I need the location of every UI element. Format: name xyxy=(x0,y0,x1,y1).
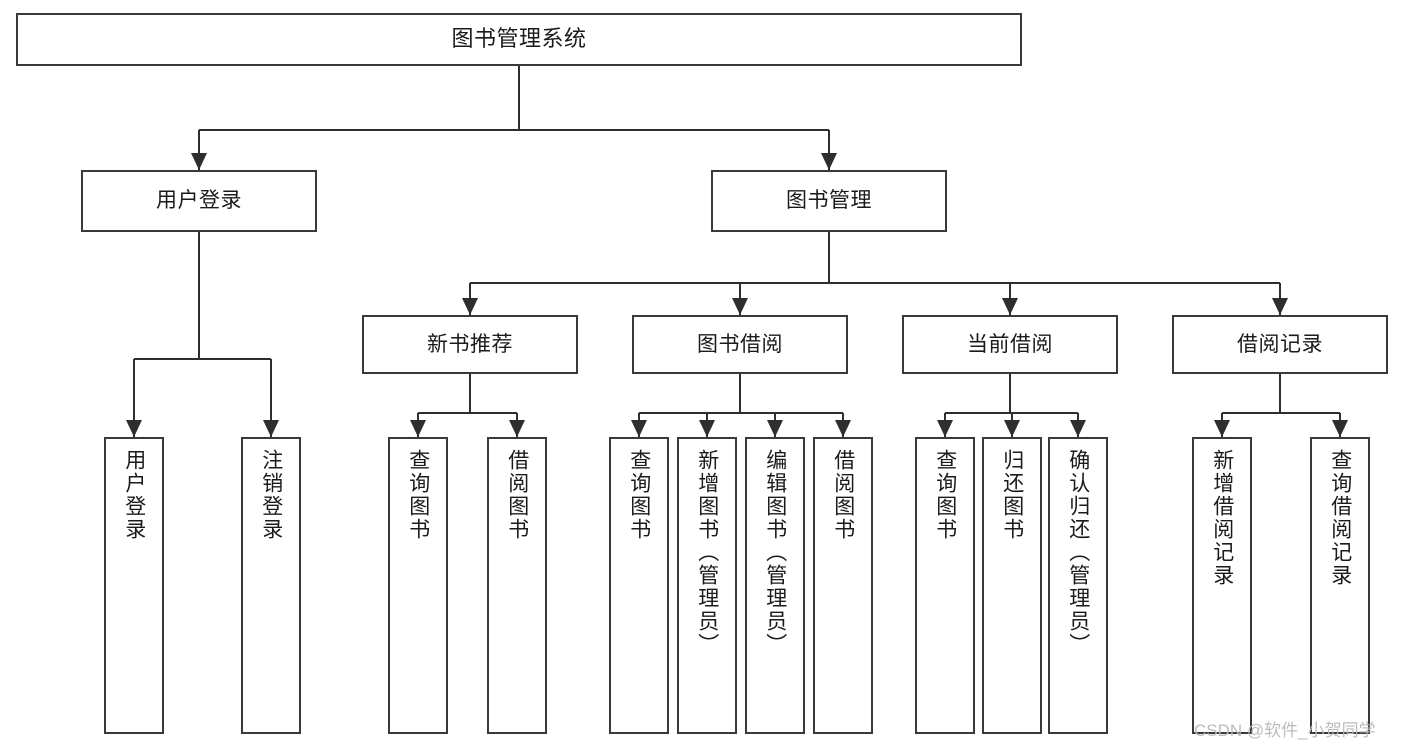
node-label: 图书管理 xyxy=(786,189,872,213)
node-user-login[interactable]: 用户登录 xyxy=(81,170,317,232)
node-leaf-edit-book[interactable]: 编辑图书（管理员） xyxy=(745,437,805,734)
node-leaf-query-book-3[interactable]: 查询图书 xyxy=(915,437,975,734)
node-leaf-add-record[interactable]: 新增借阅记录 xyxy=(1192,437,1252,734)
connector-drop xyxy=(198,130,200,170)
connector-drop xyxy=(270,359,272,437)
arrowhead-icon xyxy=(1002,298,1018,315)
node-label: 查询图书 xyxy=(933,449,957,541)
node-leaf-query-record[interactable]: 查询借阅记录 xyxy=(1310,437,1370,734)
connector-stem-book-manage xyxy=(828,232,830,283)
arrowhead-icon xyxy=(1070,420,1086,437)
node-label: 借阅记录 xyxy=(1237,332,1323,356)
connector-bus-root xyxy=(199,129,829,131)
connector-stem-root xyxy=(518,66,520,130)
node-leaf-query-book-1[interactable]: 查询图书 xyxy=(388,437,448,734)
arrowhead-icon xyxy=(1332,420,1348,437)
node-leaf-query-book-2[interactable]: 查询图书 xyxy=(609,437,669,734)
connector-bus-book-borrow xyxy=(639,412,843,414)
node-new-book-rec[interactable]: 新书推荐 xyxy=(362,315,578,374)
node-book-borrow[interactable]: 图书借阅 xyxy=(632,315,848,374)
node-label: 当前借阅 xyxy=(967,332,1053,356)
connector-stem-new-book-rec xyxy=(469,374,471,413)
arrowhead-icon xyxy=(462,298,478,315)
arrowhead-icon xyxy=(126,420,142,437)
node-label: 图书管理系统 xyxy=(451,26,587,52)
arrowhead-icon xyxy=(410,420,426,437)
node-label: 新增图书（管理员） xyxy=(695,449,719,656)
watermark-label: CSDN @软件_小贺同学 xyxy=(1194,721,1376,740)
node-label: 借阅图书 xyxy=(831,449,855,541)
arrowhead-icon xyxy=(1214,420,1230,437)
connector-stem-user-login xyxy=(198,232,200,359)
connector-stem-book-borrow xyxy=(739,374,741,413)
node-label: 编辑图书（管理员） xyxy=(763,449,787,656)
arrowhead-icon xyxy=(191,153,207,170)
connector-stem-current-borrow xyxy=(1009,374,1011,413)
connector-bus-new-book-rec xyxy=(418,412,517,414)
node-label: 用户登录 xyxy=(156,189,242,213)
arrowhead-icon xyxy=(631,420,647,437)
node-leaf-user-login[interactable]: 用户登录 xyxy=(104,437,164,734)
connector-drop xyxy=(828,130,830,170)
arrowhead-icon xyxy=(1004,420,1020,437)
node-label: 确认归还（管理员） xyxy=(1066,449,1090,656)
node-label: 归还图书 xyxy=(1000,449,1024,541)
node-label: 新增借阅记录 xyxy=(1210,449,1234,587)
node-leaf-add-book[interactable]: 新增图书（管理员） xyxy=(677,437,737,734)
connector-drop xyxy=(133,359,135,437)
connector-stem-borrow-record xyxy=(1279,374,1281,413)
node-borrow-record[interactable]: 借阅记录 xyxy=(1172,315,1388,374)
node-label: 查询图书 xyxy=(406,449,430,541)
node-leaf-return-book[interactable]: 归还图书 xyxy=(982,437,1042,734)
node-label: 注销登录 xyxy=(259,449,283,541)
node-label: 查询借阅记录 xyxy=(1328,449,1352,587)
node-leaf-confirm-return[interactable]: 确认归还（管理员） xyxy=(1048,437,1108,734)
arrowhead-icon xyxy=(699,420,715,437)
node-current-borrow[interactable]: 当前借阅 xyxy=(902,315,1118,374)
arrowhead-icon xyxy=(732,298,748,315)
node-book-manage[interactable]: 图书管理 xyxy=(711,170,947,232)
node-label: 查询图书 xyxy=(627,449,651,541)
connector-bus-book-manage xyxy=(470,282,1280,284)
arrowhead-icon xyxy=(821,153,837,170)
arrowhead-icon xyxy=(263,420,279,437)
arrowhead-icon xyxy=(835,420,851,437)
node-root[interactable]: 图书管理系统 xyxy=(16,13,1022,66)
arrowhead-icon xyxy=(937,420,953,437)
node-label: 图书借阅 xyxy=(697,332,783,356)
node-leaf-logout[interactable]: 注销登录 xyxy=(241,437,301,734)
connector-bus-user-login xyxy=(134,358,271,360)
node-leaf-borrow-book-2[interactable]: 借阅图书 xyxy=(813,437,873,734)
connector-bus-borrow-record xyxy=(1222,412,1340,414)
node-label: 新书推荐 xyxy=(427,332,513,356)
node-label: 借阅图书 xyxy=(505,449,529,541)
arrowhead-icon xyxy=(509,420,525,437)
node-leaf-borrow-book-1[interactable]: 借阅图书 xyxy=(487,437,547,734)
arrowhead-icon xyxy=(767,420,783,437)
node-label: 用户登录 xyxy=(122,449,146,541)
arrowhead-icon xyxy=(1272,298,1288,315)
